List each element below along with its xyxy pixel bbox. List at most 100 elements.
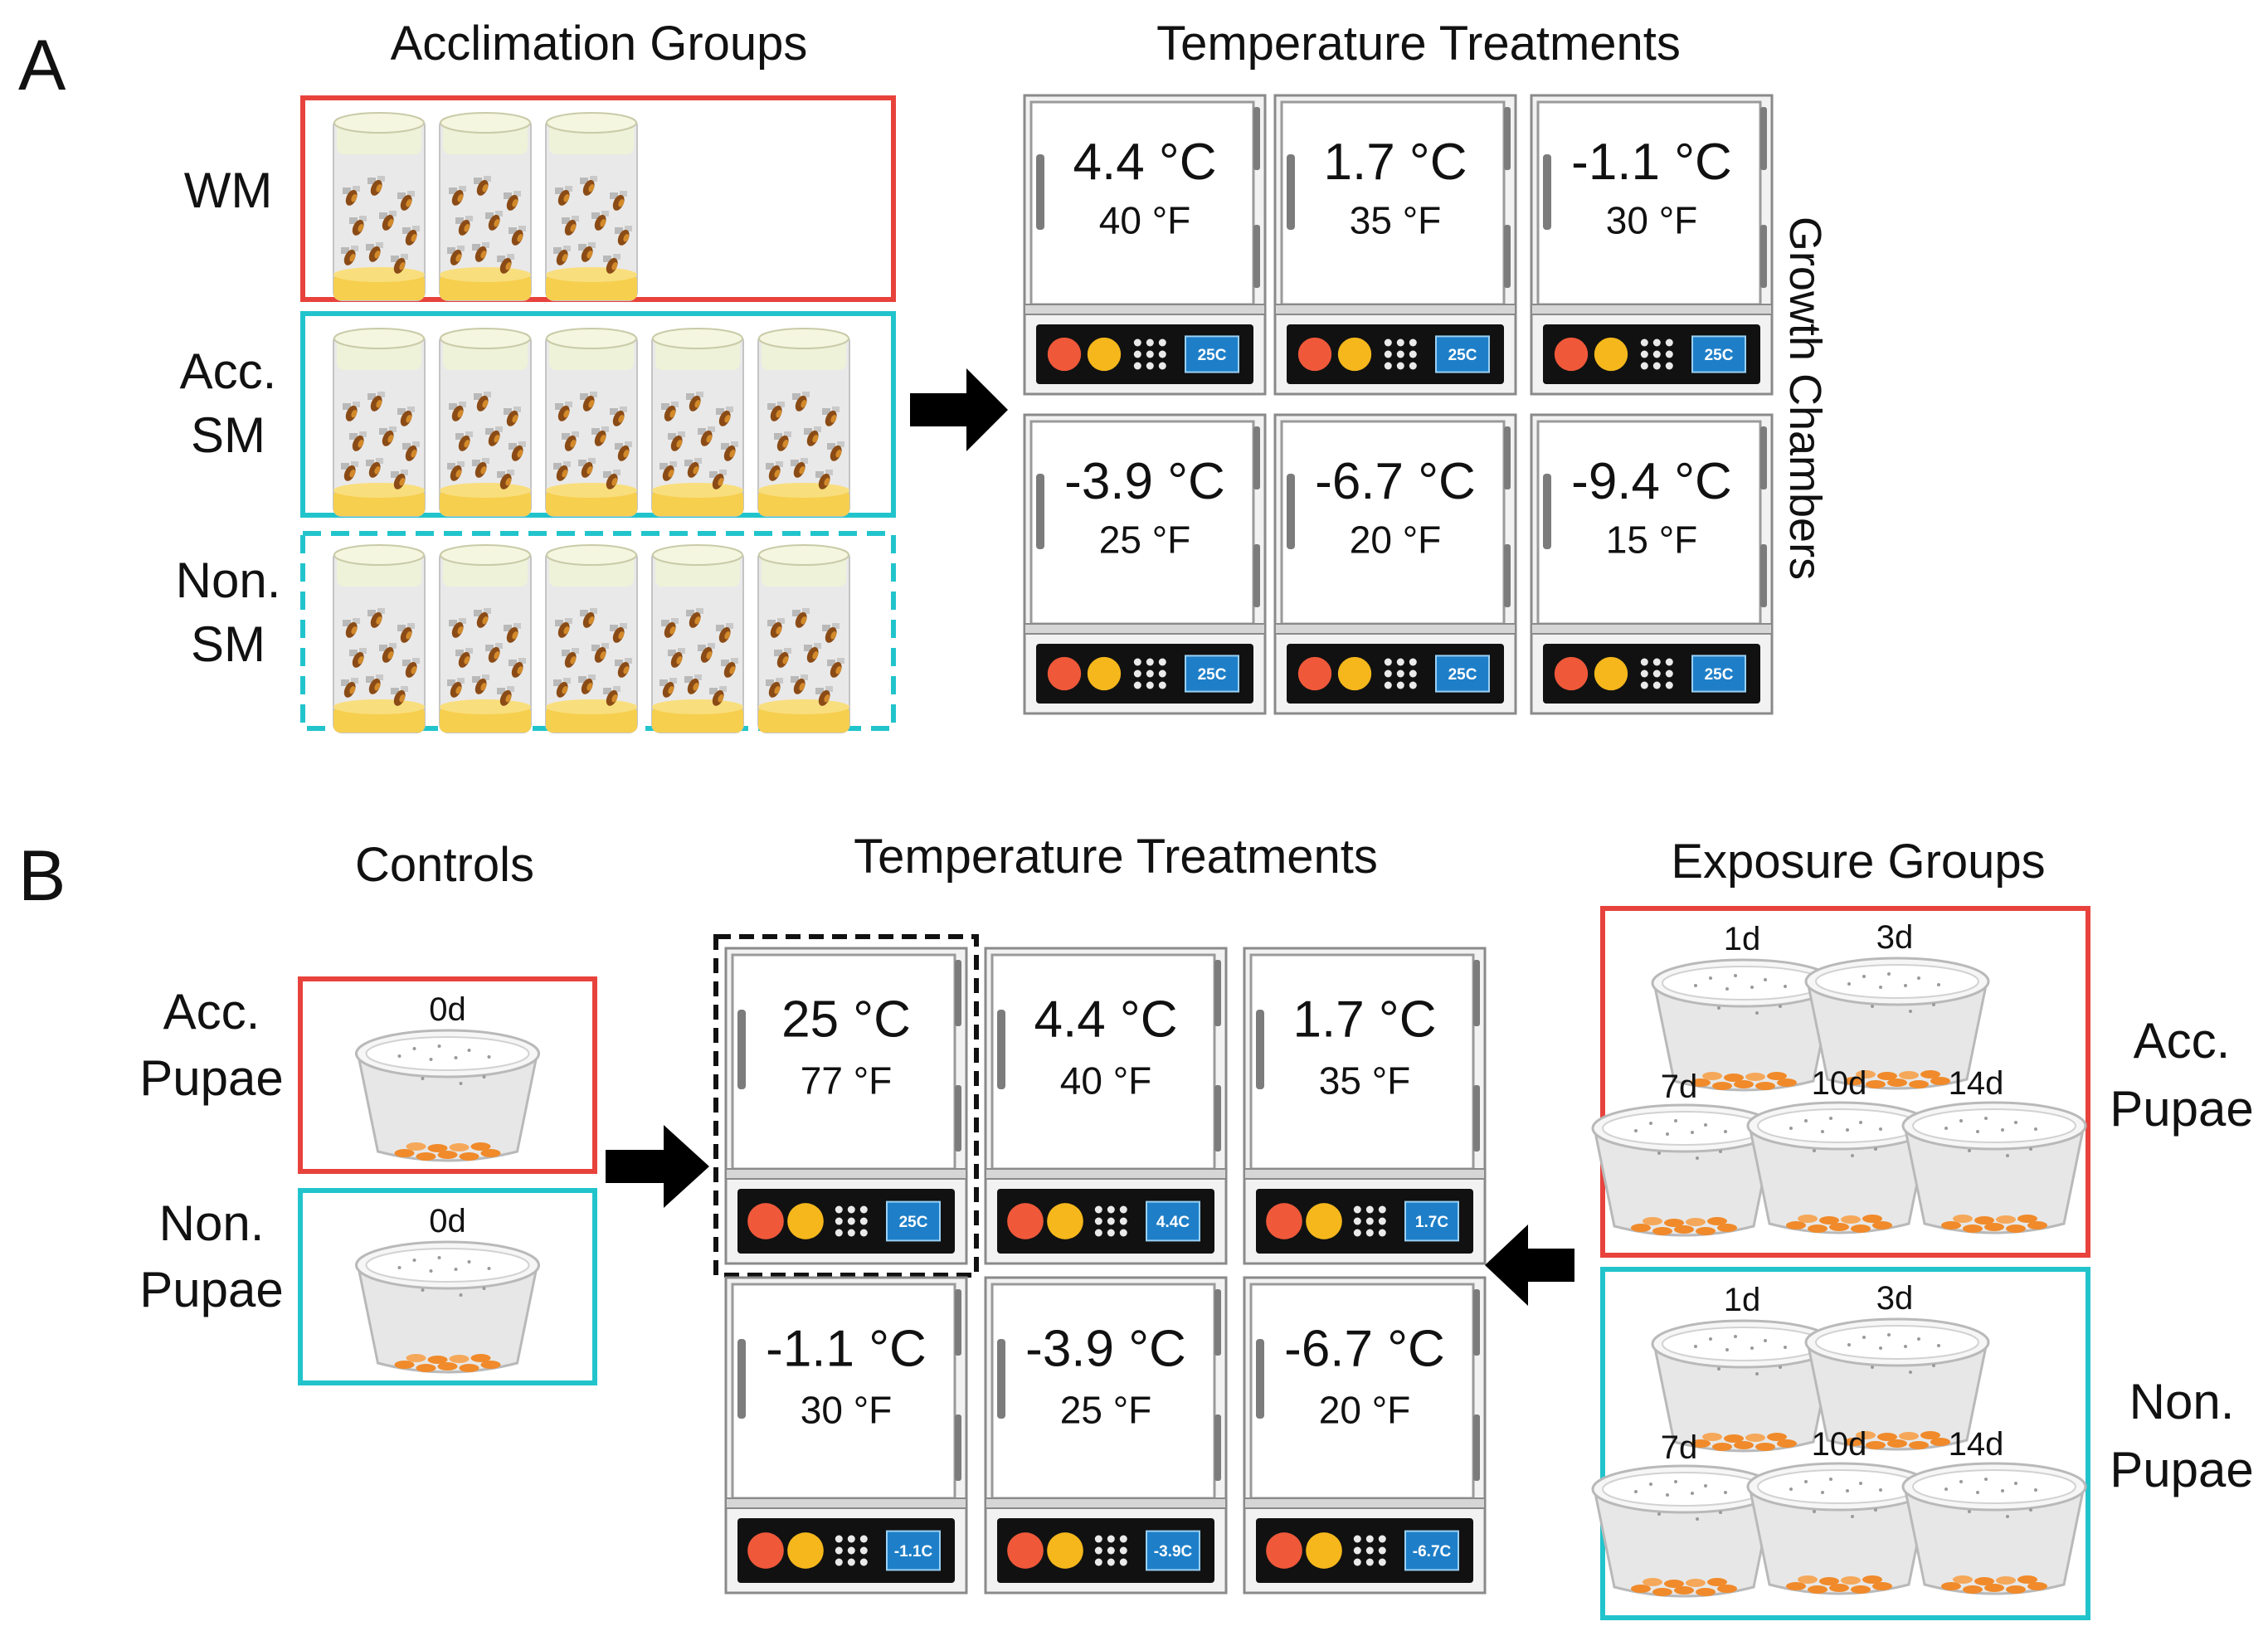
day-label: 1d xyxy=(1724,921,1761,957)
door-handle xyxy=(1256,1339,1264,1419)
keypad-dot xyxy=(1146,658,1154,666)
chamber-divider xyxy=(1274,623,1516,635)
fahrenheit-label: 40 °F xyxy=(1060,1059,1151,1103)
keypad-dot xyxy=(847,1217,855,1225)
door-handle xyxy=(997,1010,1005,1089)
display-readout: 25C xyxy=(1705,347,1734,364)
temperature-display xyxy=(1691,655,1746,693)
group-box xyxy=(1600,1267,2090,1620)
keypad-dot xyxy=(1094,1546,1102,1555)
keypad-dot xyxy=(1652,681,1661,689)
keypad-dot xyxy=(1640,350,1648,358)
chamber-divider xyxy=(1244,1168,1486,1180)
keypad-dot xyxy=(1158,658,1166,666)
door-hinge xyxy=(955,1085,961,1152)
keypad-dot xyxy=(1094,1558,1102,1566)
fly-vial-icon xyxy=(652,329,743,516)
keypad-dot xyxy=(835,1558,843,1566)
keypad-dot xyxy=(1133,669,1141,678)
celsius-label: -9.4 °C xyxy=(1571,453,1732,510)
yellow-button-icon xyxy=(1306,1532,1342,1569)
day-label: 1d xyxy=(1724,1282,1761,1318)
keypad-dot xyxy=(1119,1205,1127,1214)
temperature-display xyxy=(886,1530,941,1571)
fahrenheit-label: 30 °F xyxy=(1606,198,1697,241)
fly-vial-icon xyxy=(546,329,637,516)
group-box xyxy=(1600,906,2090,1258)
door-hinge xyxy=(955,1414,961,1481)
keypad-dot xyxy=(1107,1558,1115,1566)
keypad-dot xyxy=(1396,669,1404,678)
growth-chamber: -1.1C-1.1 °C30 °F xyxy=(724,1276,968,1595)
keypad-dot xyxy=(1365,1217,1374,1225)
display-readout: -6.7C xyxy=(1413,1543,1452,1561)
arrow-left-icon xyxy=(1485,1225,1574,1306)
growth-chamber: 25C-3.9 °C25 °F xyxy=(1023,413,1267,715)
red-button-icon xyxy=(1297,656,1332,691)
keypad-dot xyxy=(1384,362,1392,370)
keypad-dot xyxy=(1396,350,1404,358)
display-readout: 25C xyxy=(1198,347,1227,364)
temperature-display xyxy=(1435,655,1490,693)
keypad-dot xyxy=(1146,350,1154,358)
keypad-dot xyxy=(1158,350,1166,358)
door-hinge xyxy=(1504,107,1511,170)
keypad-dot xyxy=(1365,1229,1374,1237)
keypad-dot xyxy=(1353,1558,1361,1566)
chamber-divider xyxy=(985,1497,1227,1509)
keypad-dot xyxy=(1365,1535,1374,1543)
keypad-dot xyxy=(1384,669,1392,678)
door-hinge xyxy=(1504,426,1511,489)
display-readout: 25C xyxy=(1448,666,1477,684)
keypad-dot xyxy=(1409,350,1417,358)
pupae-cup-icon xyxy=(1901,1101,2087,1234)
door-hinge xyxy=(1253,225,1260,288)
growth-chamber: 4.4C4.4 °C40 °F xyxy=(984,947,1228,1265)
temperature-display xyxy=(1404,1530,1459,1571)
keypad-dot xyxy=(859,1205,868,1214)
keypad-dot xyxy=(1107,1205,1115,1214)
keypad-dot xyxy=(1107,1229,1115,1237)
keypad-dot xyxy=(835,1229,843,1237)
chamber-divider xyxy=(985,1168,1227,1180)
keypad-dot xyxy=(1409,681,1417,689)
red-button-icon xyxy=(1554,337,1589,372)
growth-chambers-label: Growth Chambers xyxy=(1780,217,1830,580)
keypad-dot xyxy=(1119,1535,1127,1543)
door-handle xyxy=(997,1339,1005,1419)
red-button-icon xyxy=(1297,337,1332,372)
keypad-dot xyxy=(1378,1558,1386,1566)
chamber-door xyxy=(1280,420,1506,626)
keypad-dot xyxy=(1378,1217,1386,1225)
keypad-dot xyxy=(1384,350,1392,358)
door-handle xyxy=(737,1339,746,1419)
pupae-cup-icon xyxy=(355,1029,540,1162)
keypad-dot xyxy=(1146,338,1154,347)
fahrenheit-label: 25 °F xyxy=(1060,1389,1151,1432)
growth-chamber: 25C-9.4 °C15 °F xyxy=(1530,413,1774,715)
temperature-display xyxy=(1146,1530,1200,1571)
chamber-divider xyxy=(1531,304,1773,315)
fahrenheit-label: 25 °F xyxy=(1099,518,1190,561)
door-hinge xyxy=(1214,1289,1221,1356)
celsius-label: 1.7 °C xyxy=(1293,991,1437,1048)
keypad-dot xyxy=(1409,669,1417,678)
keypad-dot xyxy=(859,1546,868,1555)
keypad-dot xyxy=(1652,362,1661,370)
fly-vial-icon xyxy=(652,545,743,733)
keypad-dot xyxy=(1384,658,1392,666)
exposure-groups-title: Exposure Groups xyxy=(1671,835,2045,889)
keypad-dot xyxy=(1119,1558,1127,1566)
fly-vial-icon xyxy=(546,545,637,733)
controls-title: Controls xyxy=(355,838,534,892)
yellow-button-icon xyxy=(787,1203,824,1239)
panel-b-letter: B xyxy=(18,836,66,916)
celsius-label: -1.1 °C xyxy=(1571,134,1732,191)
day-label: 14d xyxy=(1949,1065,2004,1102)
fly-vial-icon xyxy=(758,329,849,516)
fahrenheit-label: 30 °F xyxy=(801,1389,892,1432)
